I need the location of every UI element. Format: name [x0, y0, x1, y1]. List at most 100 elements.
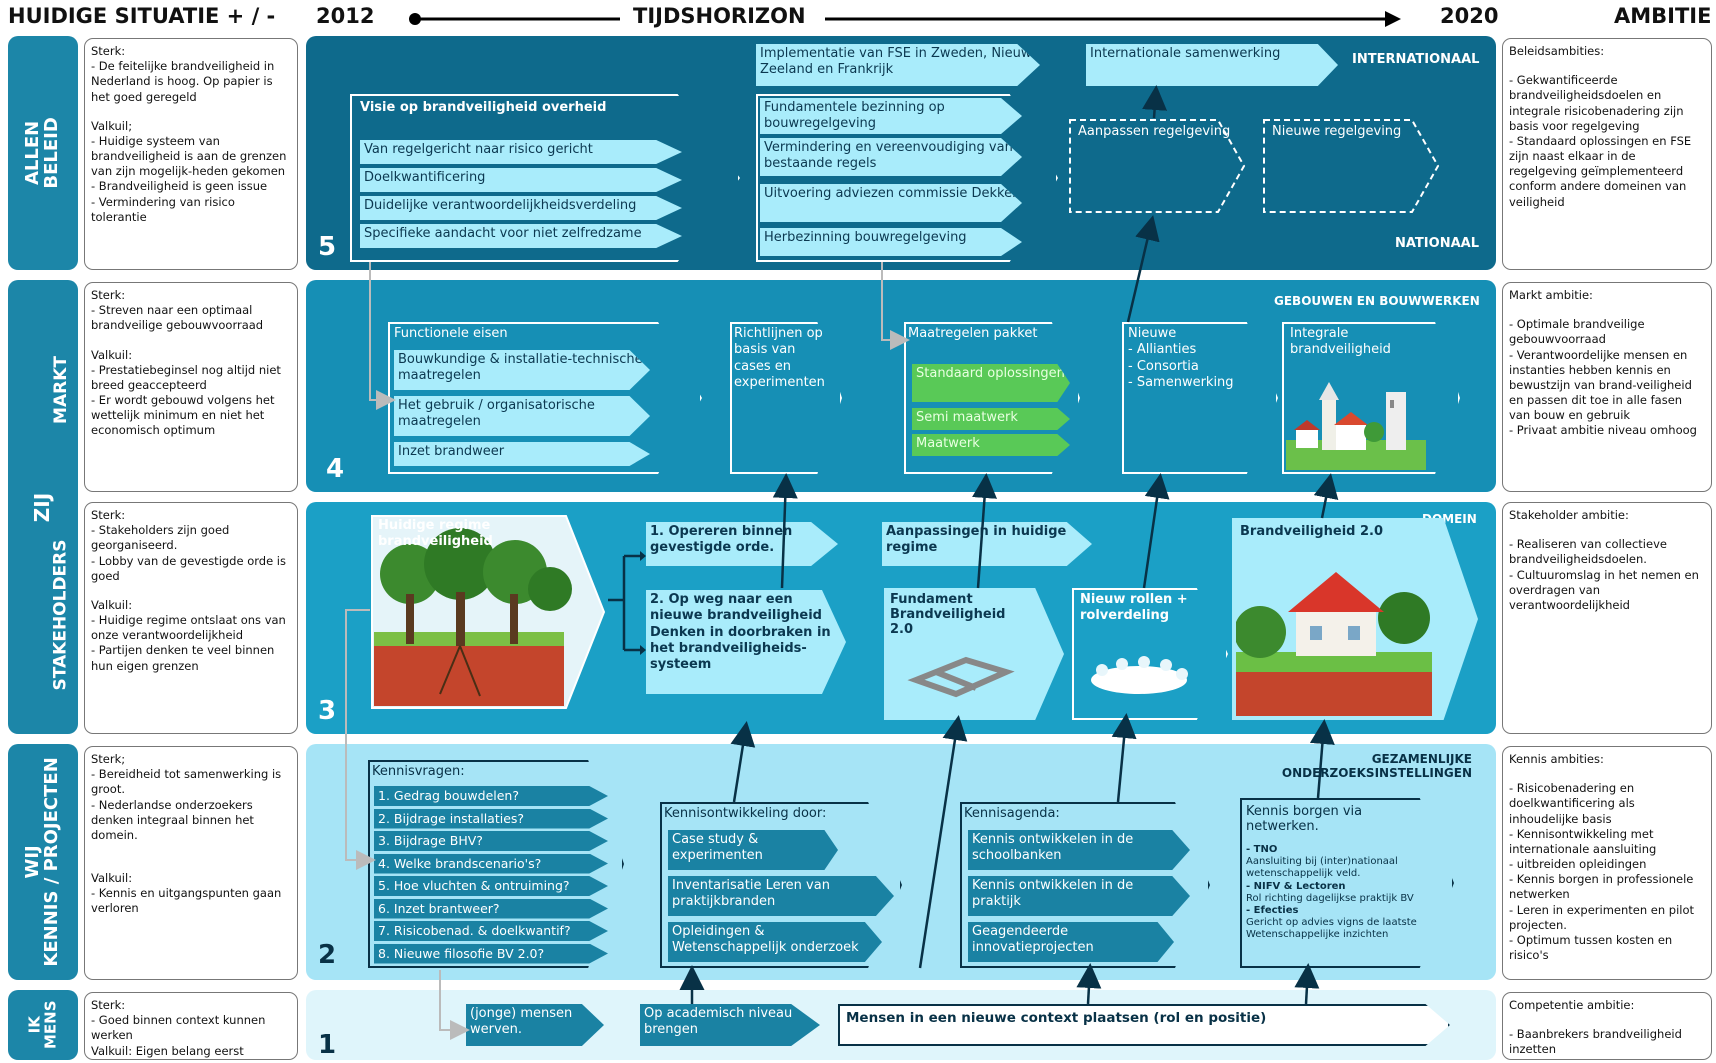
text-line: [91, 857, 291, 871]
text-line: - Prestatiebeginsel nog altijd niet bree…: [91, 362, 281, 392]
text-line: - Kennisontwikkeling met internationale …: [1509, 826, 1657, 856]
visie-item: Van regelgericht naar risico gericht: [360, 140, 682, 164]
level-number-1: 1: [318, 1030, 337, 1060]
text-line: - Partijen denken te veel binnen hun eig…: [91, 643, 275, 673]
text-line: Sterk;: [91, 752, 126, 766]
text-line: - Kennis borgen in professionele netwerk…: [1509, 872, 1694, 902]
visie-chevron: [350, 94, 740, 262]
text-line: - Baanbrekers brandveiligheid inzetten: [1509, 1027, 1682, 1057]
kennisvraag-item: 4. Welke brandscenario's?: [374, 853, 608, 874]
nieuwe-context-chevron: Mensen in een nieuwe context plaatsen (r…: [838, 1004, 1450, 1046]
onderzoeksinstellingen-label: GEZAMENLIJKE ONDERZOEKSINSTELLINGEN: [1281, 752, 1472, 780]
text-line: - Realiseren van collectieve brandveilig…: [1509, 537, 1667, 567]
kennisvraag-item: 2. Bijdrage installaties?: [374, 808, 608, 829]
text-line: Sterk:: [91, 508, 126, 522]
academisch-niveau-chevron: Op academisch niveau brengen: [640, 1004, 820, 1046]
row-label-ik: IK MENS: [8, 990, 78, 1060]
visie-item: Specifieke aandacht voor niet zelfredzam…: [360, 224, 682, 248]
ambition-stakeholders-box: Stakeholder ambitie: - Realiseren van col…: [1502, 502, 1712, 734]
current-markt-box: Sterk:- Streven naar een optimaal brandv…: [84, 282, 298, 492]
text-line: Competentie ambitie:: [1509, 998, 1635, 1012]
text-line: Sterk:: [91, 44, 126, 58]
text-line: Valkuil:: [91, 347, 133, 362]
maatregelen-pakket-chevron: [904, 322, 1080, 474]
text-line: Valkuil: Eigen belang eerst: [91, 1043, 244, 1058]
text-line: - uitbreiden opleidingen: [1509, 857, 1647, 872]
kennisagenda-item: Kennis ontwikkelen in de praktijk: [968, 876, 1190, 916]
text-line: Valkuil;: [91, 118, 133, 133]
fundament-chevron: [884, 588, 1064, 720]
kennisvraag-item: 1. Gedrag bouwdelen?: [374, 786, 608, 806]
borgen-line: - TNO: [1246, 844, 1278, 855]
visie-title: Visie op brandveiligheid overheid: [360, 100, 607, 115]
text-line: [1509, 523, 1705, 537]
richtlijnen-chevron: [730, 322, 842, 474]
borgen-line: - Efecties: [1246, 904, 1299, 916]
fundamentele-item: Fundamentele bezinning op bouwregelgevin…: [760, 98, 1022, 134]
text-line: Stakeholder ambitie:: [1509, 508, 1629, 522]
fundamentele-item: Herbezinning bouwregelgeving: [760, 228, 1022, 256]
ambition-mens-box: Competentie ambitie: - Baanbrekers brandv…: [1502, 992, 1712, 1060]
level-number-3: 3: [318, 696, 337, 726]
fundamentele-item: Uitvoering adviezen commissie Dekker: [760, 184, 1022, 222]
ambition-beleid-box: Beleidsambities:- Gekwantificeerde brand…: [1502, 38, 1712, 270]
text-line: - Verantwoordelijke mensen en instanties…: [1509, 347, 1692, 423]
text-line: - Huidige regime ontslaat ons van onze v…: [91, 613, 286, 643]
current-situation-title: HUIDIGE SITUATIE + / -: [8, 4, 276, 28]
kennisontwikkeling-item: Opleidingen & Wetenschappelijk onderzoek: [668, 922, 882, 962]
text-line: [1509, 767, 1705, 781]
current-kennis-box: Sterk;- Bereidheid tot samenwerking is g…: [84, 746, 298, 980]
row-label-zij: ZIJ: [8, 280, 78, 734]
text-line: Beleidsambities:: [1509, 44, 1605, 58]
row-label-wij: WIJ KENNIS / PROJECTEN: [8, 744, 78, 980]
kennisvraag-item: 5. Hoe vluchten & ontruiming?: [374, 876, 608, 896]
functionele-item: Bouwkundige & installatie-technische maa…: [394, 350, 650, 390]
intl-samenwerking-chevron: Internationale samenwerking: [1086, 44, 1338, 86]
opereren-chevron: 1. Opereren binnen gevestigde orde.: [646, 522, 838, 566]
kennisvraag-item: 3. Bijdrage BHV?: [374, 831, 608, 851]
text-line: - Leren in experimenten en pilot project…: [1509, 902, 1695, 932]
text-line: Kennis ambities:: [1509, 752, 1604, 766]
timeline-arrow: [409, 11, 1401, 27]
current-beleid-box: Sterk:- De feitelijke brandveiligheid in…: [84, 38, 298, 270]
huidige-regime-text: Huidige regime brandveiligheid: [378, 518, 493, 550]
op-weg-chevron: 2. Op weg naar een nieuwe brandveilighei…: [646, 590, 846, 694]
row-label-markt: MARKT: [51, 356, 71, 424]
text-line: - Goed binnen context kunnen werken: [91, 1013, 266, 1043]
maatregelen-pakket-title: Maatregelen pakket: [908, 326, 1038, 341]
text-line: - Kennis en uitgangspunten gaan verloren: [91, 886, 282, 916]
pakket-item: Standaard oplossingen: [912, 364, 1070, 402]
text-line: - Optimum tussen kosten en risico's: [1509, 932, 1673, 963]
row-label-stakeholders: STAKEHOLDERS: [51, 539, 72, 691]
kennisontwikkeling-title: Kennisontwikkeling door:: [664, 806, 827, 821]
visie-item: Doelkwantificering: [360, 168, 682, 192]
ambition-kennis-box: Kennis ambities:- Risicobenadering en do…: [1502, 746, 1712, 980]
level-number-2: 2: [318, 940, 337, 970]
kennisagenda-item: Geagendeerde innovatieprojecten: [968, 922, 1174, 962]
functionele-item: Het gebruik / organisatorische maatregel…: [394, 396, 650, 436]
ambition-title: AMBITIE: [1614, 4, 1712, 28]
borgen-line: Gericht op advies vigns de laatste Weten…: [1246, 917, 1417, 941]
text-line: - Streven naar een optimaal brandveilige…: [91, 303, 264, 333]
kennisvraag-item: 8. Nieuwe filosofie BV 2.0?: [374, 943, 608, 964]
text-line: Valkuil:: [91, 597, 133, 612]
kennisvragen-title: Kennisvragen:: [372, 764, 465, 779]
kennisagenda-item: Kennis ontwikkelen in de schoolbanken: [968, 830, 1190, 870]
text-line: [91, 334, 291, 348]
house-illustration: [1236, 572, 1432, 716]
text-line: - Er wordt gebouwd volgens het wettelijk…: [91, 393, 275, 438]
text-line: [1509, 303, 1705, 317]
nieuwe-regelgeving: Nieuwe regelgeving: [1272, 124, 1402, 139]
functionele-eisen-title: Functionele eisen: [394, 326, 508, 341]
text-line: - Lobby van de gevestigde orde is goed: [91, 553, 286, 583]
mensen-werven-chevron: (jonge) mensen werven.: [466, 1004, 604, 1046]
nationaal-label: NATIONAAL: [1395, 236, 1479, 251]
borgen-line: Aansluiting bij (inter)nationaal wetensc…: [1246, 856, 1398, 880]
branch-connector: [608, 551, 646, 655]
text-line: - Privaat ambitie niveau omhoog: [1509, 423, 1697, 438]
text-line: [91, 843, 291, 857]
rollen-text: Nieuw rollen + rolverdeling: [1080, 592, 1188, 624]
pakket-item: Semi maatwerk: [912, 408, 1070, 430]
level-number-5: 5: [318, 232, 337, 262]
